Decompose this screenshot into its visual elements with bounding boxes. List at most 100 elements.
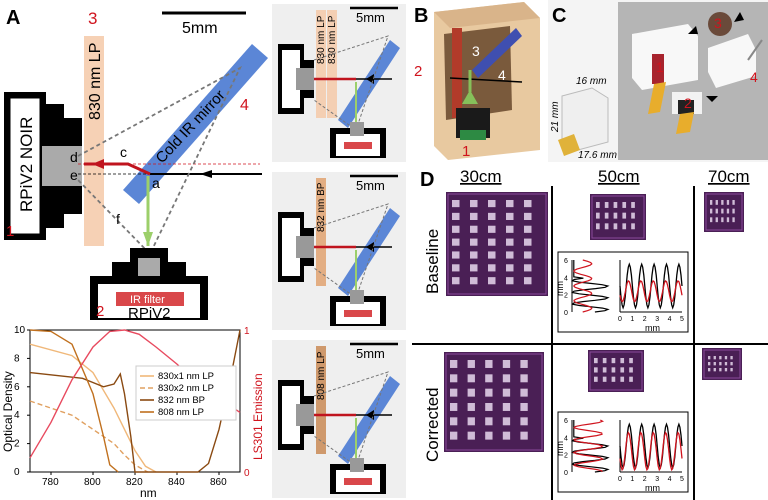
- x-tick-label: 2: [643, 476, 647, 483]
- column-header-30cm: 30cm: [460, 167, 502, 186]
- field-of-view-lines: [313, 35, 389, 131]
- x-axis-label: nm: [140, 486, 157, 500]
- longpass-filter: [84, 36, 104, 246]
- x-tick-label: 1: [630, 316, 634, 323]
- inset-filter: [316, 10, 326, 118]
- profile-line-red: [619, 279, 683, 303]
- series-line: [29, 329, 241, 473]
- x-tick-label: 780: [42, 477, 59, 488]
- inset-mirror: [338, 208, 400, 296]
- arrow-icon: [143, 232, 153, 246]
- point-e: e: [70, 167, 78, 183]
- panel-letter-a: A: [6, 7, 20, 29]
- number-3: 3: [714, 15, 722, 31]
- number-3: 3: [88, 9, 97, 28]
- number-3: 3: [472, 43, 480, 59]
- series-line: [29, 329, 119, 473]
- rpi-camera: [90, 248, 208, 320]
- inset-mirror: [338, 376, 400, 464]
- x-tick-label: 3: [655, 316, 659, 323]
- x-tick-label: 860: [210, 477, 227, 488]
- y-tick-label: 6: [14, 382, 20, 393]
- x-tick-label: 800: [84, 477, 101, 488]
- arrow-icon: [200, 170, 212, 178]
- y-tick-label: 4: [564, 435, 568, 442]
- number-2: 2: [684, 95, 692, 111]
- y2-tick-label: 1: [244, 326, 250, 337]
- scale-bar-label: 5mm: [356, 346, 385, 361]
- series-line: [29, 400, 148, 473]
- arrow-icon: [688, 26, 698, 34]
- point-c: c: [120, 144, 127, 160]
- inset-filter: [316, 346, 326, 454]
- point-f: f: [116, 211, 120, 227]
- x-tick-label: 2: [643, 316, 647, 323]
- target-image-corrected-70cm: [702, 348, 742, 380]
- inset-filter: [316, 178, 326, 286]
- number-1: 1: [6, 223, 14, 240]
- number-1: 1: [462, 143, 470, 160]
- inset-filter-label: 830 nm LP: [316, 15, 327, 64]
- x-tick-label: 0: [618, 316, 622, 323]
- y-tick-label: 2: [564, 293, 568, 300]
- legend-entry: 832 nm BP: [158, 395, 205, 406]
- scale-bar-label: 5mm: [356, 10, 385, 25]
- y-tick-label: 0: [564, 310, 568, 317]
- number-4: 4: [750, 69, 758, 85]
- panel-d-results: D 30cm 50cm 70cm Baseline Corrected 0 1 2 3…: [412, 167, 768, 500]
- x-tick-label: 820: [126, 477, 143, 488]
- arrow-icon: [92, 159, 104, 169]
- point-a: a: [152, 175, 160, 191]
- point-d: d: [70, 149, 78, 165]
- y-tick-label: 0: [14, 467, 20, 478]
- x-tick-label: 3: [655, 476, 659, 483]
- arrow-icon: [462, 90, 478, 104]
- legend: [135, 365, 237, 421]
- y-axis-label: Optical Density: [1, 371, 15, 452]
- y-tick-label: 10: [14, 325, 26, 336]
- row-label-corrected: Corrected: [423, 387, 442, 462]
- inset-filter: [327, 10, 337, 118]
- axis-label: mm: [645, 323, 660, 333]
- profile-line-red: [619, 431, 683, 472]
- legend-entry: 830x1 nm LP: [158, 371, 214, 382]
- panel-a-schematic: A 5mm RPiV2 NOIR 1 830 nm LP 3 Cold IR m…: [0, 0, 268, 322]
- target-image-corrected-30cm: [444, 352, 544, 452]
- y-tick-label: 4: [14, 410, 20, 421]
- x-tick-label: 5: [680, 476, 684, 483]
- y-tick-label: 8: [14, 353, 20, 364]
- scale-bar-label: 5mm: [356, 178, 385, 193]
- camera-label-rpi: RPiV2: [128, 305, 171, 322]
- x-tick-label: 840: [168, 477, 185, 488]
- column-header-50cm: 50cm: [598, 167, 640, 186]
- dim-width: 16 mm: [576, 76, 607, 87]
- panel-letter-c: C: [552, 5, 566, 27]
- number-2: 2: [414, 63, 422, 80]
- panel-letter-d: D: [420, 169, 434, 191]
- inset-filter-label: 832 nm BP: [316, 182, 327, 232]
- dim-height: 21 mm: [550, 101, 561, 133]
- field-of-view-lines: [313, 371, 389, 467]
- y-tick-label: 2: [14, 439, 20, 450]
- inset-filter-label: 830 nm LP: [327, 15, 338, 64]
- y-tick-label: 4: [564, 275, 568, 282]
- spectra-chart: Optical Density LS301 Emission nm 780 800…: [1, 325, 265, 500]
- rpi-noir-camera: [4, 92, 82, 240]
- y2-axis-label: LS301 Emission: [251, 373, 265, 460]
- number-4: 4: [240, 97, 249, 114]
- column-header-70cm: 70cm: [708, 167, 750, 186]
- housing-part: [632, 24, 698, 90]
- legend-entry: 830x2 nm LP: [158, 383, 214, 394]
- row-label-baseline: Baseline: [423, 229, 442, 294]
- target-image-baseline-50cm: [590, 194, 646, 240]
- y-tick-label: 6: [564, 258, 568, 265]
- filter-inset: 5mm 832 nm BP: [272, 172, 406, 330]
- target-image-baseline-30cm: [446, 192, 548, 296]
- axis-label: mm: [555, 441, 565, 456]
- x-tick-label: 0: [618, 476, 622, 483]
